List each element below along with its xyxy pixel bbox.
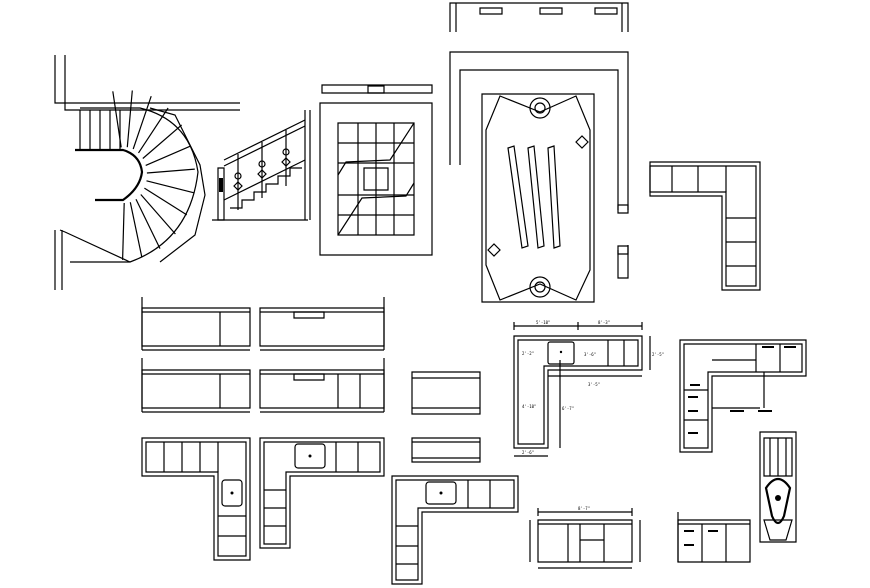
dimensioned-kitchen-plan: 5'-10" 8'-3" 2'-5" 2'-2" 3'-6" 4'-10" 6'… [514, 320, 664, 456]
dim-label-e: 3'-6" [584, 352, 596, 357]
dim-label-h: 3'-5" [588, 382, 600, 387]
cabinet-elevation-2 [260, 297, 384, 350]
cabinet-elevation-3 [142, 358, 250, 412]
spiral-staircase-plan [55, 55, 240, 290]
dim-label-f: 4'-10" [522, 404, 536, 409]
spiral-treads [80, 91, 195, 260]
stair-tread [123, 203, 125, 260]
dim-label-a: 5'-10" [536, 320, 550, 325]
cabinet-elevation-6 [412, 438, 480, 462]
stair-tread [146, 146, 191, 166]
stair-tread [147, 169, 195, 173]
kitchen-elevation-annotated [678, 512, 750, 562]
dim-label-j: 8'-7" [578, 506, 590, 511]
decorative-rug-detail [760, 432, 796, 542]
stair-tread [139, 108, 169, 153]
dim-label-i: 2'-6" [522, 450, 534, 455]
l-kitchen-plan-3 [392, 476, 518, 584]
rug-pattern-plan [320, 85, 432, 255]
stair-tread [130, 202, 142, 257]
annotated-kitchen-plan [680, 340, 806, 452]
dim-label-c: 2'-5" [652, 352, 664, 357]
dim-label-g: 6'-7" [562, 406, 574, 411]
stair-tread [144, 188, 186, 215]
dim-label-d: 2'-2" [522, 351, 534, 356]
l-counter-top-right [650, 162, 760, 290]
stair-tread [133, 96, 151, 149]
stair-tread [141, 195, 176, 235]
stair-tread [143, 125, 182, 159]
cabinet-elevation-5 [412, 372, 480, 414]
stair-section-railing [212, 110, 310, 220]
kitchen-elevation-dimensioned: 8'-7" [530, 506, 640, 568]
dim-label-b: 8'-3" [598, 320, 610, 325]
stair-tread [136, 199, 160, 248]
cabinet-elevation-1 [142, 297, 250, 350]
cabinet-elevation-4 [260, 358, 384, 412]
l-kitchen-plan-1 [142, 438, 250, 560]
stair-tread [147, 181, 194, 193]
stair-tread [127, 91, 132, 148]
room-carpet-plan [450, 3, 628, 302]
l-kitchen-plan-2 [260, 438, 384, 548]
